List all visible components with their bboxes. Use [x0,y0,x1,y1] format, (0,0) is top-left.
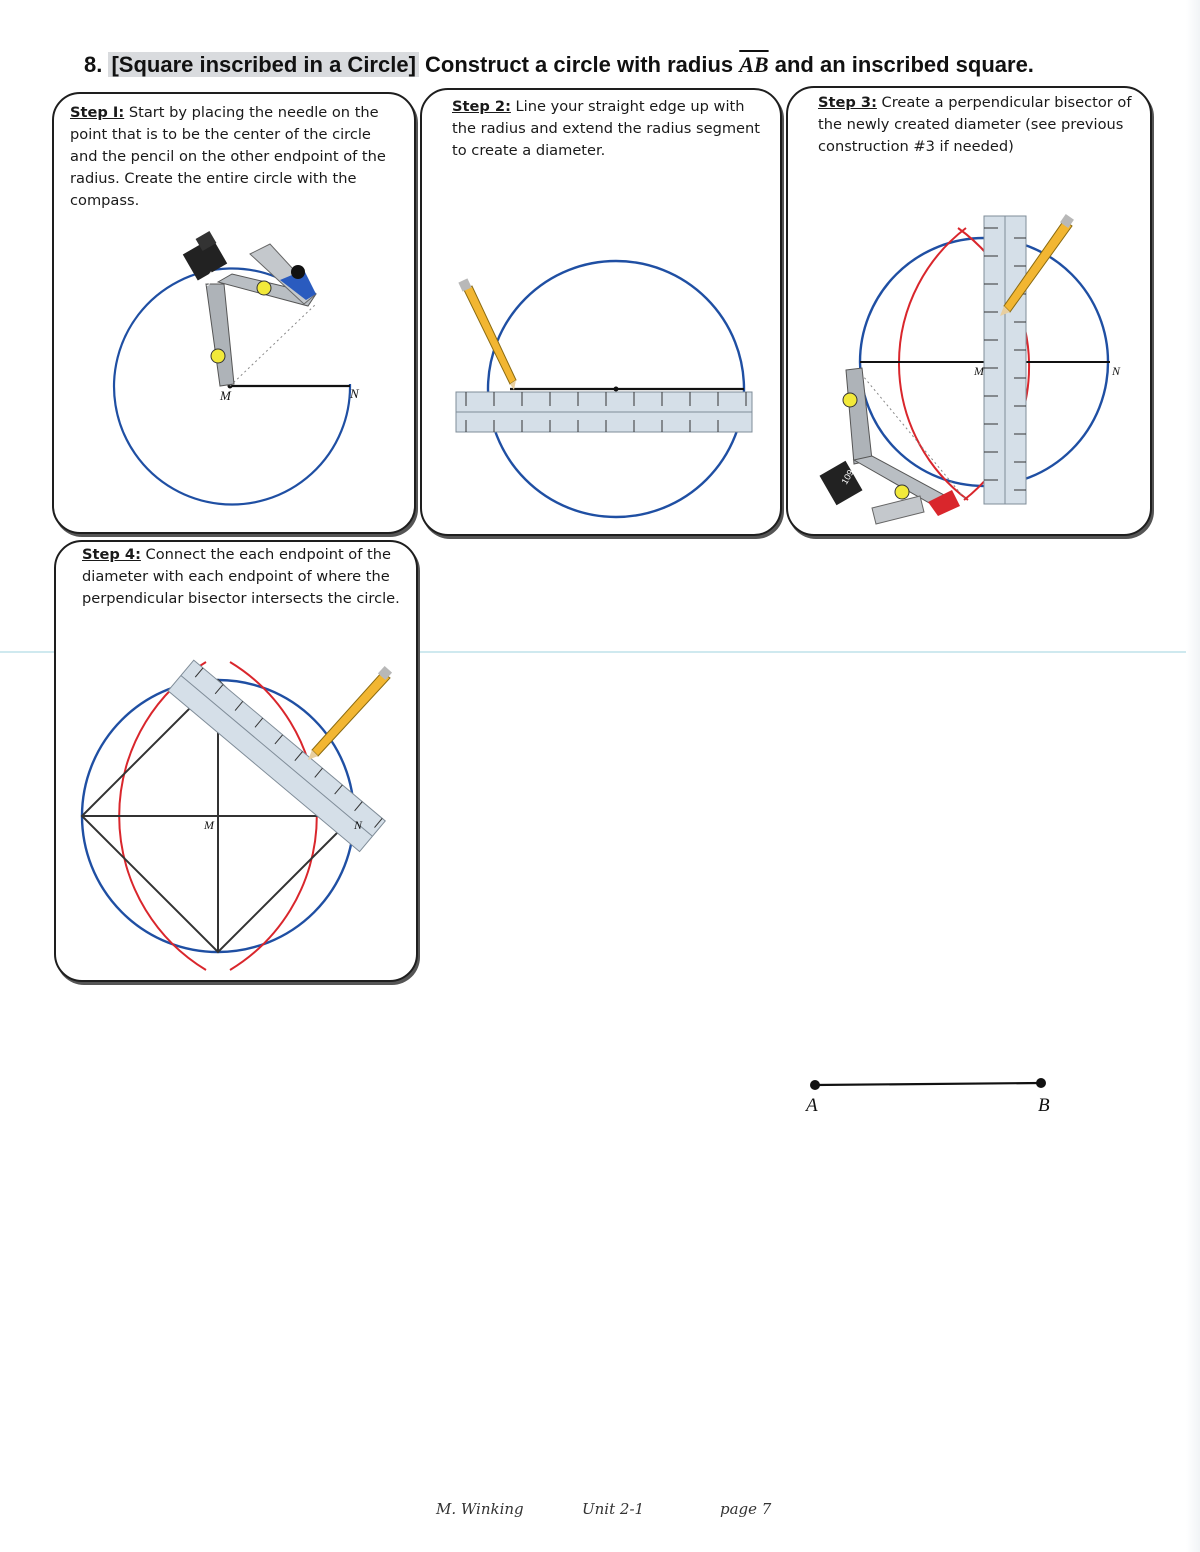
step-2-body: Line your straight edge up with the radi… [452,98,761,159]
scan-line [0,651,1200,653]
step-3-figure [819,214,1110,525]
point-b-label: B [1038,1095,1050,1116]
step-1-dotted-line [229,303,317,387]
label-N-step1: N [350,386,359,401]
step-1-card: Step I: Start by placing the needle on t… [52,92,416,534]
point-a-dot [810,1080,820,1090]
step-1-figure [112,230,352,506]
pencil-icon [1000,214,1074,316]
pencil-icon [308,665,393,760]
title-lead: Construct a circle with radius [425,52,734,77]
step-4-body: Connect the each endpoint of the diamete… [82,546,400,607]
problem-number: 8. [84,52,103,77]
step-2-center [613,386,619,392]
page-edge-shadow [1186,0,1200,1552]
step-1-text: Step I: Start by placing the needle on t… [70,102,400,212]
title-tail: and an inscribed square. [774,52,1034,77]
label-N-step3: N [1112,364,1121,378]
point-b-dot [1036,1078,1046,1088]
step-4-card: Step 4: Connect the each endpoint of the… [54,540,418,982]
step-4-text: Step 4: Connect the each endpoint of the… [82,544,402,610]
ruler-icon [455,391,753,433]
step-2-card: Step 2: Line your straight edge up with … [420,88,782,536]
step-3-bisector-arc-left [897,227,969,501]
footer-page: page 7 [720,1500,772,1518]
step-3-card: Step 3: Create a perpendicular bisector … [786,86,1152,536]
step-2-text: Step 2: Line your straight edge up with … [452,96,770,162]
compass-icon [182,230,317,387]
footer-unit: Unit 2-1 [582,1500,645,1518]
step-1-circle-arc [112,267,352,506]
footer-author: M. Winking [436,1500,524,1518]
step-4-label: Step 4: [82,546,141,563]
label-N-step4: N [354,818,363,832]
step-4-figure [80,659,393,971]
compass-icon [819,367,960,525]
label-M-step3: M [974,364,984,378]
step-3-body: Create a perpendicular bisector of the n… [818,94,1132,155]
problem-title: 8. [Square inscribed in a Circle] Constr… [84,52,1034,78]
ruler-icon [167,659,386,853]
step-3-dotted-line [857,369,967,501]
problem-topic: [Square inscribed in a Circle] [108,52,419,77]
pencil-icon [458,278,517,390]
step-3-label: Step 3: [818,94,877,111]
label-M-step1: M [220,388,231,403]
step-1-label: Step I: [70,104,125,121]
point-a-label: A [806,1095,818,1116]
segment-name: AB [739,52,769,77]
step-1-body: Start by placing the needle on the point… [70,104,386,209]
step-2-figure [455,259,753,519]
step-2-label: Step 2: [452,98,511,115]
segment-ab [814,1081,1042,1087]
step-3-text: Step 3: Create a perpendicular bisector … [818,92,1138,158]
ruler-icon [983,215,1027,505]
label-M-step4: M [204,818,214,832]
